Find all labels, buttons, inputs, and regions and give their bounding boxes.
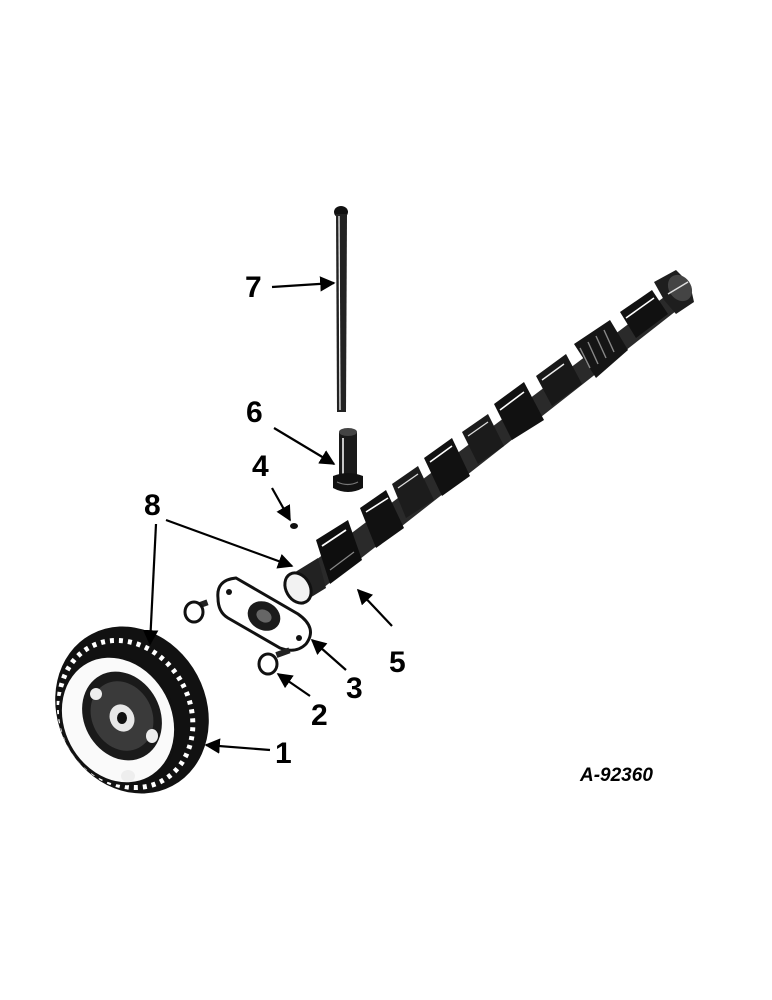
callout-3: 3 xyxy=(346,672,363,705)
camshaft xyxy=(283,270,694,605)
callout-1: 1 xyxy=(275,737,292,770)
push-rod xyxy=(334,206,348,412)
cap-screw xyxy=(183,599,291,676)
callout-8: 8 xyxy=(144,489,161,522)
callout-6: 6 xyxy=(246,396,263,429)
callout-2: 2 xyxy=(311,699,328,732)
drawing-number: A-92360 xyxy=(579,765,653,786)
thrust-plate xyxy=(216,576,312,652)
key xyxy=(290,523,298,529)
valve-lifter xyxy=(333,428,363,492)
leader-lines xyxy=(143,276,393,754)
callout-4: 4 xyxy=(252,450,269,483)
camshaft-gear xyxy=(55,626,209,794)
callout-5: 5 xyxy=(389,646,406,679)
callout-7: 7 xyxy=(245,271,262,304)
